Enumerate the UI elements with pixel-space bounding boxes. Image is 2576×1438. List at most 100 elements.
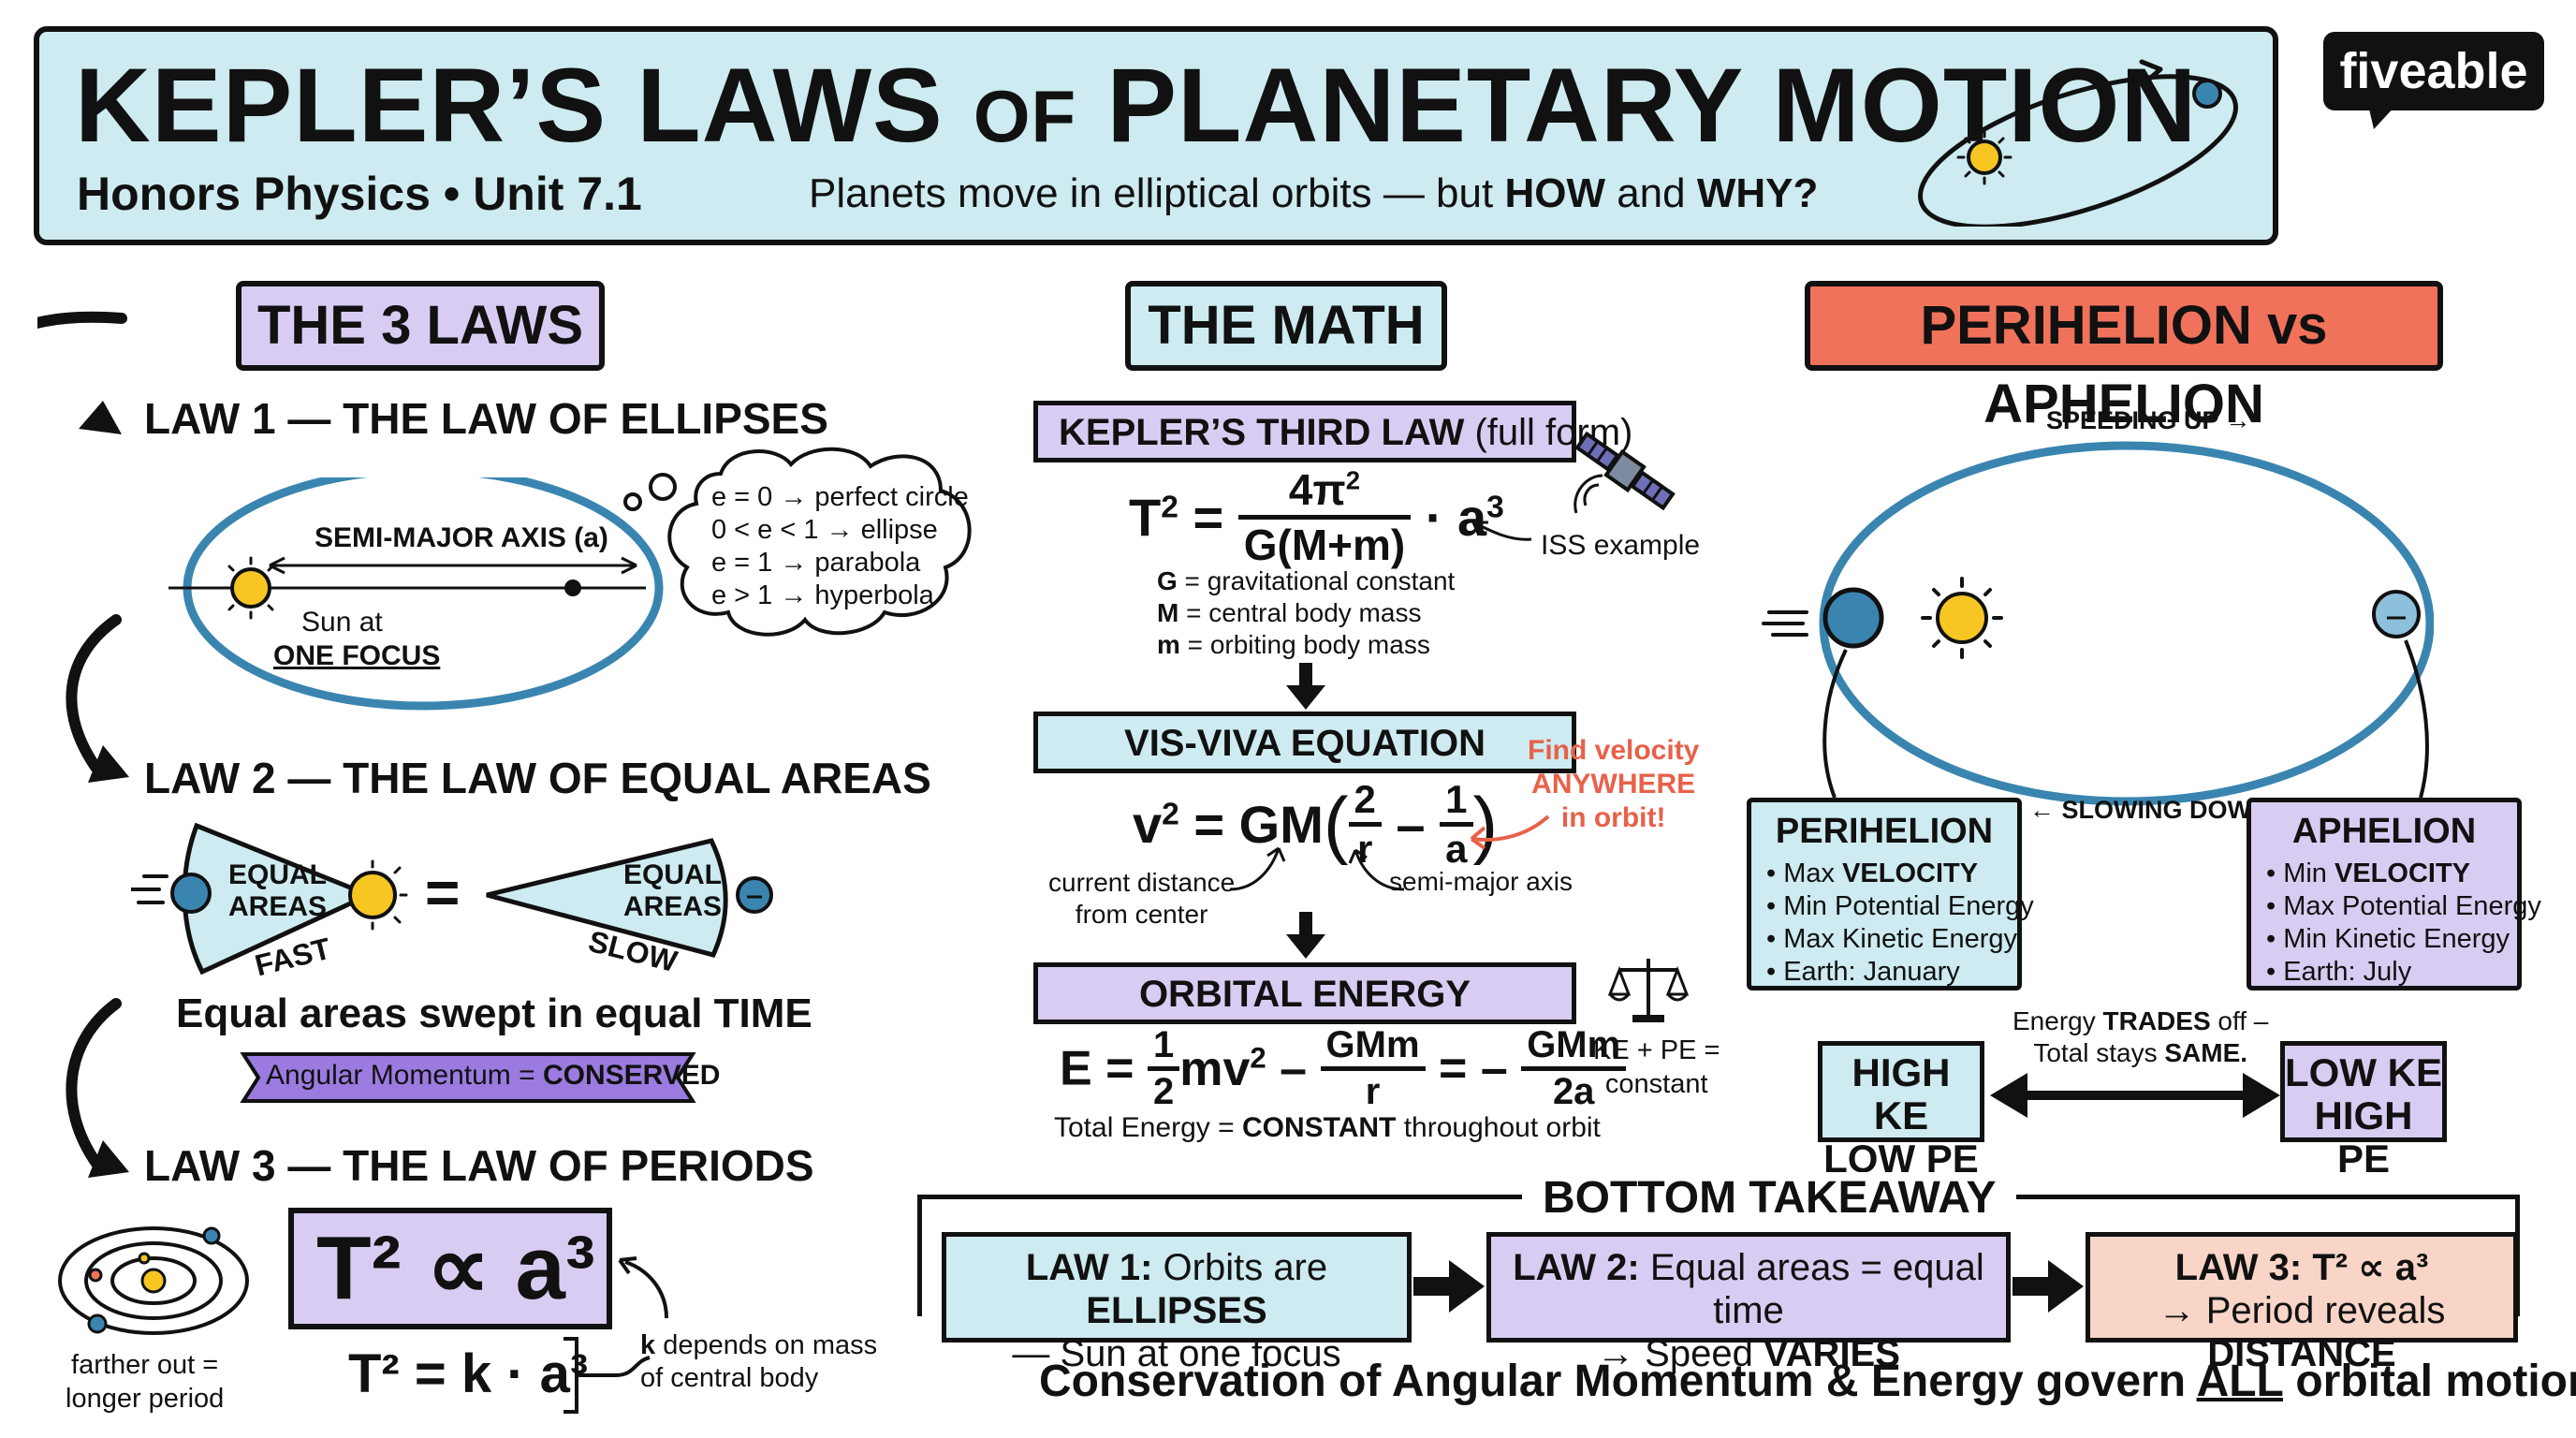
note-line: current distance [1048, 868, 1236, 897]
perihelion-orbit-diagram [1762, 441, 2434, 806]
definition-item: M = central body mass [1157, 598, 1422, 627]
satellite-icon [1573, 431, 1676, 514]
iss-example-label: ISS example [1541, 530, 1701, 561]
down-arrow-icon [1286, 912, 1325, 959]
note-line: longer period [66, 1384, 225, 1414]
perihelion-item: • Max VELOCITY [1766, 858, 1979, 888]
definition-item: G = gravitational constant [1157, 566, 1456, 595]
note-line: Energy TRADES off – [2012, 1006, 2269, 1035]
equal-areas-line: AREAS [623, 891, 723, 922]
law3-proportional-box [288, 1208, 612, 1329]
solar-system-icon [58, 1226, 249, 1335]
k-symbol: k [640, 1330, 656, 1360]
vis-viva-box: VIS-VIVA EQUATION [1033, 712, 1576, 773]
note-line: from center [1075, 900, 1208, 929]
iss-arrow-icon [1471, 521, 1532, 541]
ke-line: HIGH KE [1852, 1050, 1951, 1137]
aphelion-item: • Earth: July [2266, 957, 2412, 987]
total-energy-note: Total Energy = CONSTANT throughout orbit [1054, 1112, 1601, 1143]
brand-logo[interactable]: fiveable [2323, 32, 2544, 110]
angular-momentum-banner: Angular Momentum = CONSERVED [266, 1060, 721, 1091]
down-arrow-icon [1286, 663, 1325, 710]
semi-major-axis-label: SEMI-MAJOR AXIS (a) [315, 522, 608, 553]
arrow-to-law2-icon [66, 614, 129, 783]
angular-momentum-banner-shape [240, 1052, 696, 1103]
eccentricity-list: e = 0 → perfect circle 0 < e < 1 → ellip… [711, 481, 969, 612]
perihelion-title: PERIHELION [1775, 812, 1994, 851]
law1-ellipse-diagram [168, 477, 664, 711]
section-three-laws: THE 3 LAWS [236, 281, 605, 371]
course-subtitle: Honors Physics • Unit 7.1 [77, 168, 642, 220]
note-line: Total stays SAME. [2033, 1038, 2248, 1067]
orbital-energy-box: ORBITAL ENERGY [1033, 962, 1576, 1024]
eccentricity-item: e > 1 → hyperbola [711, 580, 934, 610]
header-banner [34, 26, 2278, 245]
find-velocity-arrow-icon [1470, 814, 1550, 850]
header-tagline: Planets move in elliptical orbits — but … [809, 170, 1819, 216]
definition-item: m = orbiting body mass [1157, 630, 1430, 659]
energy-trades-note: Energy TRADES off – Total stays SAME. [2012, 1005, 2268, 1069]
equal-areas-line: AREAS [228, 891, 328, 922]
right-arrow-icon [2012, 1260, 2084, 1313]
equal-areas-caption: Equal areas swept in equal TIME [176, 990, 812, 1036]
aphelion-item: • Max Potential Energy [2266, 891, 2541, 921]
law2-equal-areas-diagram [131, 822, 773, 976]
farther-out-note: farther out = longer period [66, 1348, 224, 1416]
law3-heading: LAW 3 — THE LAW OF PERIODS [144, 1141, 814, 1190]
aphelion-box: APHELION • Min VELOCITY • Max Potential … [2247, 798, 2541, 990]
eccentricity-item: e = 0 → perfect circle [711, 482, 969, 512]
page-title: KEPLER’S LAWS OF PLANETARY MOTION [75, 47, 2198, 164]
eccentricity-thought-cloud [623, 447, 972, 637]
speeding-up-label: SPEEDING UP → [2046, 406, 2251, 434]
current-distance-note: current distance from center [1048, 867, 1235, 931]
ke-line: HIGH PE [2314, 1093, 2413, 1181]
kepler-third-law-box: KEPLER’S THIRD LAW (full form) [1033, 401, 1632, 462]
k-note-line2: of central body [640, 1363, 819, 1393]
eccentricity-item: e = 1 → parabola [711, 548, 921, 578]
header-orbit-icon [1918, 59, 2238, 227]
perihelion-item: • Earth: January [1766, 957, 1960, 987]
balance-scale-icon [1607, 959, 1690, 1022]
equals-sign: = [425, 858, 461, 926]
note-line: KE + PE = [1593, 1035, 1720, 1065]
double-arrow-icon [1990, 1073, 2280, 1118]
law2-heading: LAW 2 — THE LAW OF EQUAL AREAS [144, 754, 931, 802]
takeaway-law1-box: LAW 1: Orbits are ELLIPSES — Sun at one … [942, 1232, 1412, 1374]
takeaway-line: — Sun at one focus [1012, 1333, 1341, 1374]
slowing-down-label: ← SLOWING DOWN [2029, 796, 2270, 824]
one-focus-label: ONE FOCUS [273, 640, 441, 671]
note-line: farther out = [71, 1350, 219, 1380]
note-line: Find velocity [1528, 735, 1700, 766]
note-line: in orbit! [1560, 802, 1666, 833]
law3-proportional-formula: T² ∝ a³ [316, 1218, 595, 1318]
takeaway-law2-box: LAW 2: Equal areas = equal time → Speed … [1486, 1232, 2011, 1374]
takeaway-law3-box: LAW 3: T² ∝ a³ → Period reveals DISTANCE [2086, 1232, 2518, 1374]
ke-line: LOW KE [2285, 1050, 2442, 1094]
aphelion-title: APHELION [2291, 812, 2477, 851]
sun-at-label: Sun at [301, 607, 383, 638]
section-the-math: THE MATH [1125, 281, 1447, 371]
semi-major-arrow-icon [1348, 848, 1405, 891]
ke-pe-note: KE + PE =constant [1593, 1034, 1720, 1101]
section-perihelion-aphelion: PERIHELION vs APHELION [1805, 281, 2443, 434]
equal-areas-line: EQUAL [228, 859, 327, 890]
takeaway-title: BOTTOM TAKEAWAY [1522, 1172, 2017, 1224]
note-line: ANYWHERE [1531, 769, 1696, 800]
aphelion-item: • Min Kinetic Energy [2266, 924, 2510, 954]
law3-bracket-icon [564, 1337, 651, 1414]
current-distance-arrow-icon [1229, 846, 1286, 891]
semi-major-note: semi-major axis [1389, 867, 1573, 896]
k-note-text: depends on mass [655, 1330, 878, 1360]
arrow-to-law3-icon [66, 998, 129, 1178]
perihelion-item: • Min Potential Energy [1766, 891, 2034, 921]
arrow-to-law1-icon [37, 311, 127, 434]
equal-areas-line: EQUAL [623, 859, 722, 890]
